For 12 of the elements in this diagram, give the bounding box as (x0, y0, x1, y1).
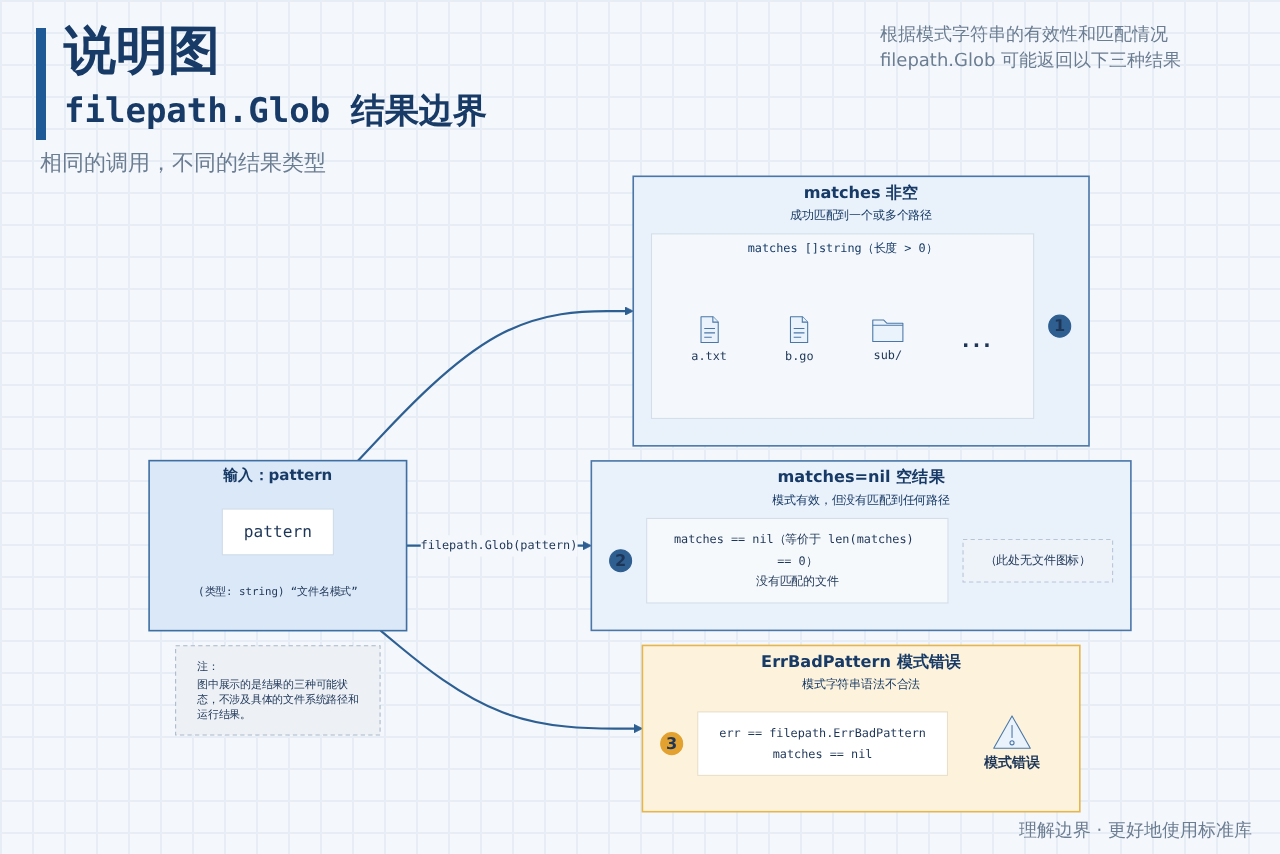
tagline: 相同的调用，不同的结果类型 (40, 148, 326, 178)
arrow (379, 629, 643, 734)
node-circle: 1 (1048, 314, 1072, 338)
intro-note: 根据模式字符串的有效性和匹配情况filepath.Glob 可能返回以下三种结果 (880, 24, 1184, 76)
node-text: ... (962, 329, 994, 353)
diagram-title: 说明图 (64, 20, 220, 84)
node-circle: 3 (660, 732, 684, 756)
subtitle: filepath.Glob 结果边界 (64, 90, 487, 134)
node-box: pattern (221, 508, 334, 556)
node-circle: 2 (609, 549, 633, 573)
footer-caption: 理解边界 · 更好地使用标准库 (1018, 819, 1252, 844)
arrow (357, 306, 634, 462)
